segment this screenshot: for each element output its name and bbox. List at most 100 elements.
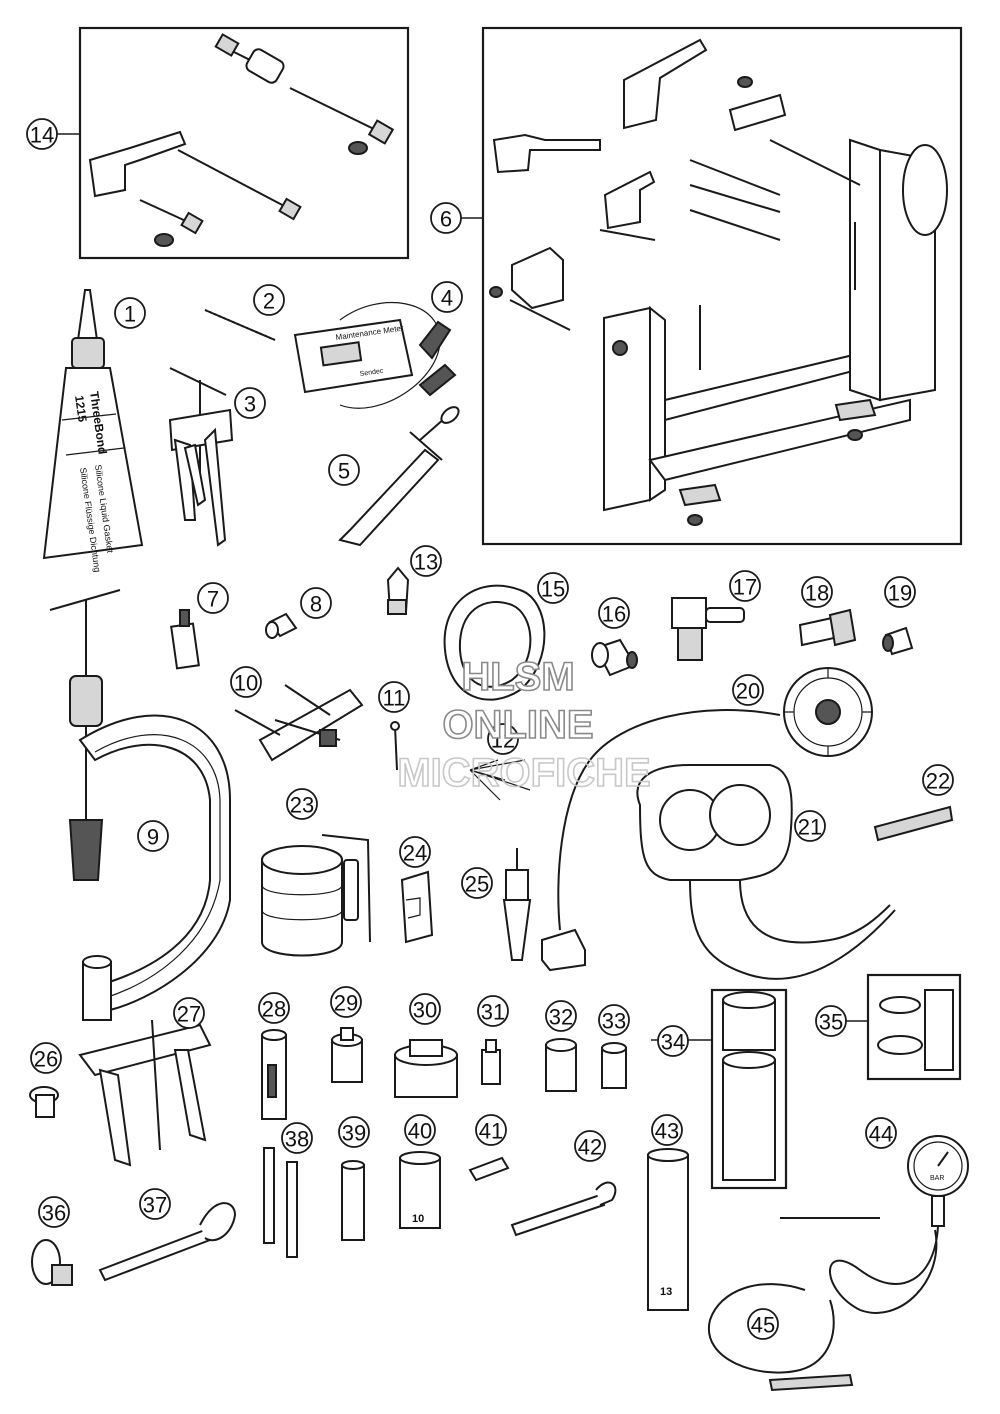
group-box-14 [78,26,410,260]
callout-circle [30,1042,62,1074]
callout-circle [328,454,360,486]
meter-brand: Sendec [359,368,384,378]
callout-27: 27 [173,997,205,1029]
callout-circle [26,118,58,150]
part-31-drift [481,1039,501,1085]
callout-number: 16 [602,602,626,627]
callout-21: 21 [794,810,826,842]
part-2-spring [204,309,276,341]
part-23-ring-compressor [261,834,371,957]
callout-number: 2 [263,289,275,314]
callout-16: 16 [598,597,630,629]
callout-number: 26 [34,1047,58,1072]
callout-number: 40 [408,1119,432,1144]
callout-circle [137,820,169,852]
callout-circle [598,597,630,629]
callout-circle [173,997,205,1029]
callout-number: 23 [290,793,314,818]
part-41-small-tool [468,1156,510,1182]
part-27-two-arm-puller [78,1019,212,1167]
callout-circle [431,281,463,313]
callout-number: 19 [888,581,912,606]
callout-circle [399,836,431,868]
part-8-plug [265,612,298,639]
callout-circle [537,572,569,604]
group-box-6 [481,26,963,546]
watermark-line1: HLSM [461,655,574,699]
callout-circle [230,666,262,698]
part-11-pin [390,721,400,771]
callout-number: 22 [926,769,950,794]
part-6-engine-stand [489,38,948,526]
callout-circle [922,764,954,796]
callout-circle [234,387,266,419]
callout-number: 36 [42,1201,66,1226]
callout-circle [300,587,332,619]
part-21-gauge-set [557,709,896,980]
callout-number: 25 [465,872,489,897]
callout-11: 11 [378,681,410,713]
callout-number: 27 [177,1002,201,1027]
callout-circle [732,674,764,706]
callout-37: 37 [139,1188,171,1220]
callout-36: 36 [38,1196,70,1228]
callout-number: 9 [147,825,159,850]
callout-43: 43 [651,1114,683,1146]
group-box-35 [866,973,962,1081]
callout-31: 31 [477,995,509,1027]
callout-number: 20 [736,679,760,704]
callout-number: 34 [661,1030,685,1055]
callout-number: 4 [441,286,453,311]
part-40-socket: 10 [399,1151,441,1229]
callout-circle [794,810,826,842]
callout-3: 3 [234,387,266,419]
part-5-grease-syringe [338,406,460,547]
part-42-pin-wrench [510,1181,617,1237]
callout-number: 17 [733,575,757,600]
callout-number: 12 [491,728,515,753]
part-29-drift [331,1027,363,1083]
callout-number: 30 [413,998,437,1023]
callout-22: 22 [922,764,954,796]
part-34-bushing-set [722,991,776,1181]
callout-circle [410,545,442,577]
callout-2: 2 [253,284,285,316]
callout-number: 37 [143,1193,167,1218]
part-37-hook-wrench [98,1202,237,1282]
group-box-34 [710,988,788,1190]
callout-12: 12 [487,723,519,755]
callout-24: 24 [399,836,431,868]
part-19-plug [882,626,914,656]
callout-26: 26 [30,1042,62,1074]
callout-number: 7 [207,587,219,612]
callout-number: 8 [310,592,322,617]
part-26-cap [29,1086,59,1118]
callout-circle [38,1196,70,1228]
callout-number: 24 [403,841,427,866]
part-22-strip [873,805,954,842]
callout-number: 6 [440,207,452,232]
callout-circle [651,1114,683,1146]
callout-circle [378,681,410,713]
part-32-drift [545,1038,577,1092]
callout-circle [598,1004,630,1036]
part-3-puller [168,367,234,547]
callout-38: 38 [281,1122,313,1154]
callout-35: 35 [815,1005,847,1037]
callout-number: 5 [338,459,350,484]
callout-number: 43 [655,1119,679,1144]
callout-number: 29 [334,991,358,1016]
callout-circle [815,1005,847,1037]
callout-number: 21 [798,815,822,840]
callout-circle [657,1025,689,1057]
part-18-bolt [798,608,857,647]
callout-number: 42 [578,1135,602,1160]
part-7-thread-locker [170,609,200,670]
callout-circle [430,202,462,234]
callout-circle [330,986,362,1018]
callout-number: 18 [805,581,829,606]
callout-1: 1 [114,297,146,329]
part-9-valve-spring-compressor [49,589,231,1021]
part-43-long-socket: 13 [647,1148,689,1311]
